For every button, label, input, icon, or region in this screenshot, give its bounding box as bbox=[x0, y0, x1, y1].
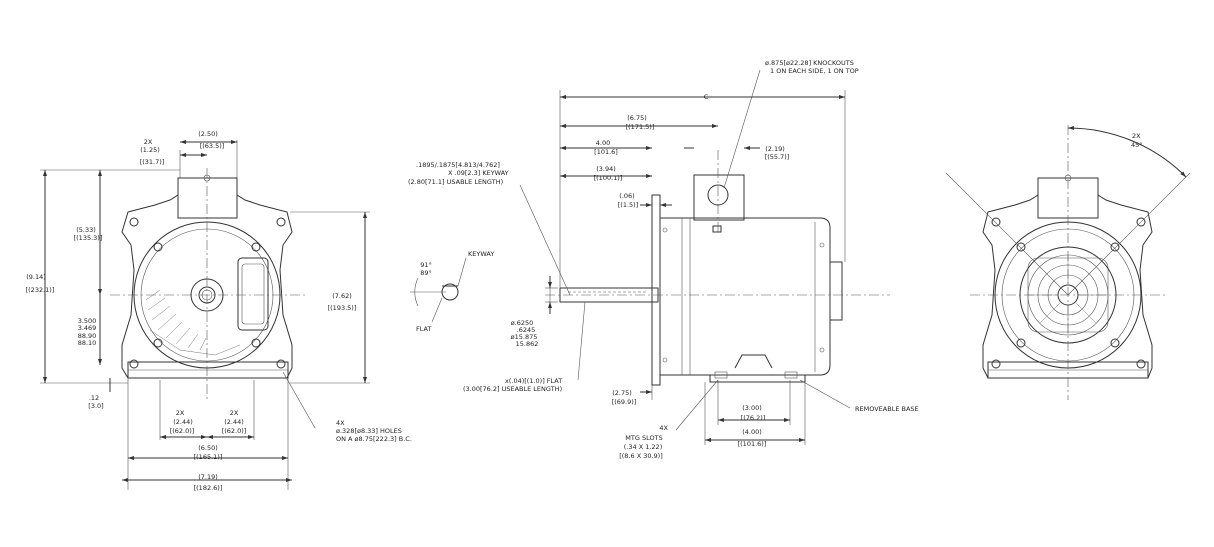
flat-spec1: x(.04)[(1.0)] FLAT bbox=[505, 377, 562, 385]
dim-06: (.06) bbox=[619, 192, 634, 200]
dim-135-3: [(135.3)] bbox=[74, 234, 103, 242]
shaft-dia3: ø15.875 bbox=[511, 333, 538, 341]
dim-3-94: (3.94) bbox=[596, 165, 616, 173]
dim-6-75: (6.75) bbox=[627, 114, 647, 122]
holes-note-line2: ø.328[ø8.33] HOLES bbox=[336, 427, 402, 435]
dim-3-469: 3.469 bbox=[78, 324, 97, 332]
keyway-spec3: (2.80[71.1] USABLE LENGTH) bbox=[408, 178, 503, 186]
dim-1-5: [(1.5)] bbox=[618, 201, 638, 209]
knockouts-line2: 1 ON EACH SIDE, 1 ON TOP bbox=[770, 67, 859, 75]
dim-9-14: (9.14) bbox=[26, 273, 46, 281]
dim-193-5: [(193.5)] bbox=[328, 304, 357, 312]
removeable-base: REMOVEABLE BASE bbox=[855, 405, 919, 413]
slots-line4: [(8.6 X 30.9)] bbox=[619, 452, 663, 460]
dim-7-19: (7.19) bbox=[198, 473, 218, 481]
dim-69-9: [(69.9)] bbox=[612, 398, 637, 406]
dim-165-1: [(165.1)] bbox=[194, 453, 223, 461]
shaft-dia2: .6245 bbox=[517, 326, 536, 334]
slots-line3: (.34 X 1.22) bbox=[624, 443, 662, 451]
dim-6-50: (6.50) bbox=[198, 444, 218, 452]
dim-2-44-a: (2.44) bbox=[173, 418, 193, 426]
flat-spec2: (3.00[76.2] USEABLE LENGTH) bbox=[463, 385, 562, 393]
dim-76-2: [(76.2)] bbox=[741, 414, 766, 422]
dim-55-7: [(55.7)] bbox=[765, 153, 790, 161]
dim-63-5: [(63.5)] bbox=[200, 142, 225, 150]
dim-2x-b: 2X bbox=[230, 409, 239, 417]
dim-171-5: [(171.5)] bbox=[626, 123, 655, 131]
holes-note-line1: 4X bbox=[336, 419, 345, 427]
angle-89: 89° bbox=[420, 269, 432, 277]
keyway-detail: 91° 89° KEYWAY FLAT bbox=[410, 250, 494, 333]
dim-2-44-b: (2.44) bbox=[224, 418, 244, 426]
dim-4-00b: (4.00) bbox=[742, 428, 762, 436]
shaft-dia1: ø.6250 bbox=[511, 319, 534, 327]
keyway-spec2: X .09[2.3] KEYWAY bbox=[448, 169, 509, 177]
dim-2x-a: 2X bbox=[176, 409, 185, 417]
flat-label: FLAT bbox=[416, 325, 431, 333]
dim-7-62: (7.62) bbox=[332, 292, 352, 300]
dim-3-500: 3.500 bbox=[78, 317, 97, 325]
dim-c: C bbox=[704, 93, 709, 101]
dim-101-6: [101.6] bbox=[594, 148, 618, 156]
dim-62-0-b: [(62.0)] bbox=[222, 427, 247, 435]
dim-88-90: 88.90 bbox=[78, 332, 97, 340]
holes-note-line3: ON A ø8.75[222.3] B.C. bbox=[336, 435, 412, 443]
angle-45: 45° bbox=[1131, 141, 1143, 149]
dim-101-6b: [(101.6)] bbox=[738, 440, 767, 448]
dim-3-00: (3.00) bbox=[742, 404, 762, 412]
side-view: C ø.875[ø22.28] KNOCKOUTS 1 ON EACH SIDE… bbox=[408, 59, 919, 460]
shaft-dia4: 15.862 bbox=[516, 340, 539, 348]
rear-view: 2X 45° bbox=[945, 125, 1191, 400]
dim-2-50: (2.50) bbox=[198, 130, 218, 138]
dim-88-10: 88.10 bbox=[78, 339, 97, 347]
front-view: 2X (1.25) [(31.7)] (2.50) [(63.5)] (5.33… bbox=[26, 130, 412, 492]
dim-100-1: [(100.1)] bbox=[594, 174, 623, 182]
keyway-label: KEYWAY bbox=[468, 250, 494, 258]
dim-3-0: [3.0] bbox=[88, 402, 103, 410]
dim-31-7: [(31.7)] bbox=[140, 158, 165, 166]
angle-2x: 2X bbox=[1132, 132, 1141, 140]
dim-232-1: [(232.1)] bbox=[26, 286, 55, 294]
slots-line1: 4X bbox=[659, 424, 668, 432]
knockouts-line1: ø.875[ø22.28] KNOCKOUTS bbox=[765, 59, 854, 67]
keyway-spec1: .1895/.1875[4.813/4.762] bbox=[416, 161, 500, 169]
dim-5-33: (5.33) bbox=[76, 226, 96, 234]
slots-line2: MTG SLOTS bbox=[625, 434, 662, 442]
dim-2-75: (2.75) bbox=[612, 389, 632, 397]
dim-12: .12 bbox=[89, 394, 99, 402]
dim-2-19: (2.19) bbox=[765, 145, 785, 153]
dim-4-00: 4.00 bbox=[596, 139, 610, 147]
dim-1-25: (1.25) bbox=[140, 146, 160, 154]
dim-62-0-a: [(62.0)] bbox=[170, 427, 195, 435]
dim-182-6: [(182.6)] bbox=[194, 484, 223, 492]
angle-91: 91° bbox=[420, 261, 432, 269]
dim-2x-label: 2X bbox=[144, 138, 153, 146]
